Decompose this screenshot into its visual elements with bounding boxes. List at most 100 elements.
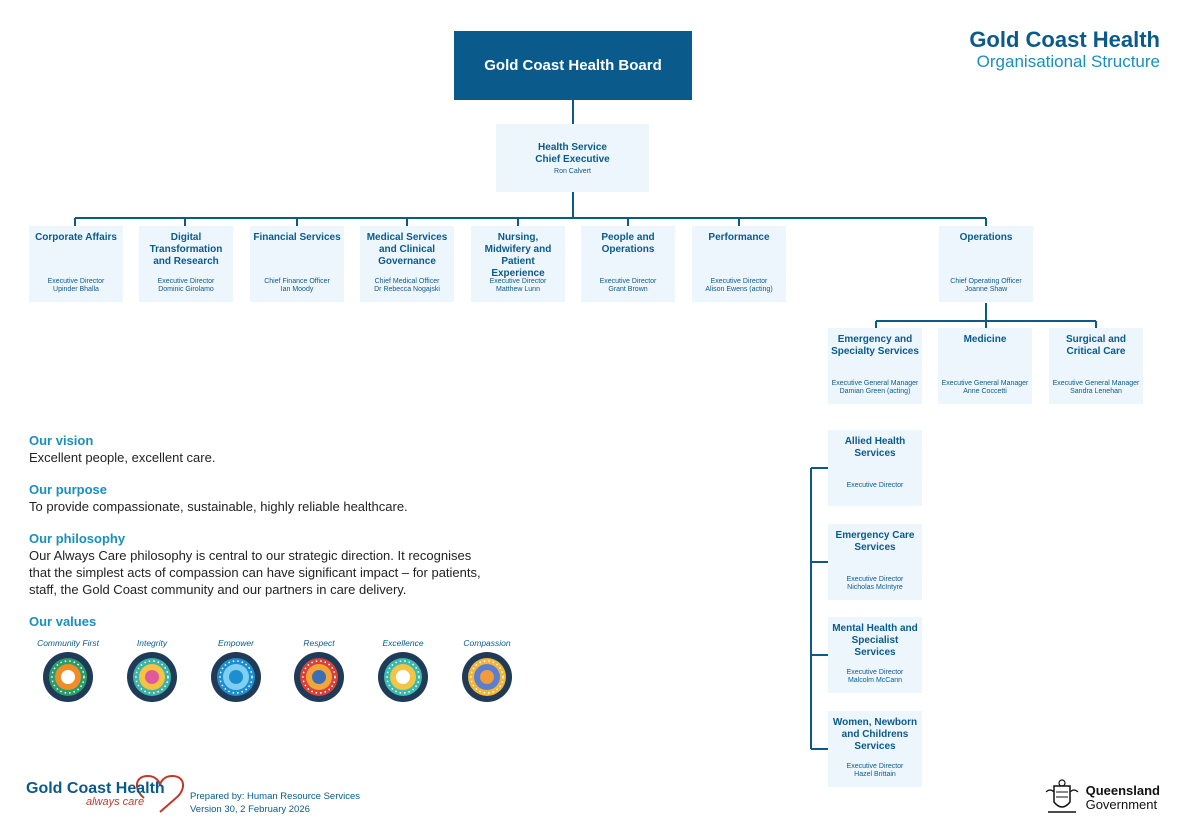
value-item: Respect [287, 638, 351, 704]
org-box-role: Chief Medical Officer [374, 278, 440, 285]
prepared-by: Prepared by: Human Resource Services [190, 791, 361, 802]
org-box-title: Operations [959, 232, 1013, 243]
gch-logo: Gold Coast Health always care [26, 772, 184, 813]
org-box-role: Executive Director [846, 763, 904, 770]
org-box-title: Financial Services [253, 232, 341, 243]
org-box-title: Medicine [963, 334, 1007, 345]
org-box-name: Anne Coccetti [963, 388, 1007, 395]
brand-heading: Gold Coast Health Organisational Structu… [969, 27, 1160, 72]
board-label: Gold Coast Health Board [484, 57, 662, 74]
org-box-role: Executive Director [157, 278, 215, 285]
org-box-nursing: Nursing, Midwifery and Patient Experienc… [471, 226, 565, 302]
org-box-role: Executive General Manager [941, 380, 1029, 387]
value-label: Community First [37, 638, 99, 648]
org-box-name: Grant Brown [608, 286, 648, 293]
org-box-medical: Medical Services and Clinical Governance… [360, 226, 454, 302]
org-box-title: Emergency and Specialty Services [831, 334, 919, 357]
org-box-role: Executive General Manager [831, 380, 919, 387]
value-item: Excellence [371, 638, 435, 704]
value-label: Respect [303, 638, 335, 648]
ceo-title: Health Service Chief Executive [535, 142, 610, 165]
org-box-role: Executive Director [489, 278, 547, 285]
org-box-title: Allied Health Services [844, 436, 906, 459]
org-box-role: Executive Director [599, 278, 657, 285]
org-box-role: Executive Director [846, 482, 904, 489]
vision-text: Excellent people, excellent care. [29, 450, 216, 465]
value-emblem-icon [462, 652, 512, 702]
purpose-text: To provide compassionate, sustainable, h… [29, 499, 408, 514]
ceo-name: Ron Calvert [554, 168, 591, 175]
org-box-name: Dr Rebecca Nogajski [374, 286, 440, 293]
statements: Our vision Excellent people, excellent c… [29, 433, 549, 630]
org-box-title: Women, Newborn and Childrens Services [832, 717, 918, 752]
brand-subtitle: Organisational Structure [976, 52, 1160, 71]
qld-government-logo: Queensland Government [1042, 778, 1160, 818]
org-box-role: Executive Director [846, 669, 904, 676]
vision-heading: Our vision [29, 433, 94, 448]
org-box-name: Nicholas McIntyre [847, 584, 903, 591]
values-heading: Our values [29, 614, 97, 629]
org-box-title: Digital Transformation and Research [149, 232, 223, 267]
value-label: Empower [218, 638, 254, 648]
heart-icon [136, 774, 184, 813]
org-box-name: Sandra Lenehan [1070, 388, 1122, 395]
org-box-title: People and Operations [601, 232, 655, 255]
value-emblem-icon [211, 652, 261, 702]
org-box-name: Damian Green (acting) [839, 388, 911, 395]
org-box-role: Executive Director [710, 278, 768, 285]
philosophy-heading: Our philosophy [29, 531, 126, 546]
org-box-title: Corporate Affairs [35, 232, 117, 243]
philosophy-line-1: Our Always Care philosophy is central to… [29, 548, 472, 563]
org-box-title: Medical Services and Clinical Governance [366, 232, 448, 267]
org-box-role: Chief Finance Officer [264, 278, 330, 285]
value-label: Excellence [382, 638, 424, 648]
org-box-name: Alison Ewens (acting) [705, 286, 773, 293]
org-box-name: Malcolm McCann [847, 677, 903, 684]
org-box-role: Executive Director [47, 278, 105, 285]
version-text: Version 30, 2 February 2026 [190, 804, 310, 815]
logo-sub-text: always care [86, 796, 145, 808]
org-box-name: Dominic Girolamo [158, 286, 214, 293]
purpose-heading: Our purpose [29, 482, 108, 497]
org-box-title: Nursing, Midwifery and Patient Experienc… [484, 232, 552, 279]
value-item: Empower [204, 638, 268, 704]
gov-text-2: Government [1085, 797, 1158, 812]
board-box: Gold Coast Health Board [454, 31, 692, 100]
value-item: Integrity [120, 638, 184, 704]
org-box-role: Executive General Manager [1052, 380, 1140, 387]
org-box-name: Ian Moody [280, 286, 314, 293]
org-box-name: Joanne Shaw [964, 286, 1008, 293]
crest-icon [1045, 779, 1079, 813]
org-box-name: Hazel Brittain [854, 771, 896, 778]
philosophy-line-2: that the simplest acts of compassion can… [29, 565, 481, 580]
org-box-title: Mental Health and Specialist Services [832, 623, 918, 658]
logo-main-text: Gold Coast Health [26, 780, 165, 797]
value-emblem-icon [43, 652, 93, 702]
value-item: Compassion [455, 638, 519, 704]
org-box-title: Performance [708, 232, 770, 243]
value-emblem-icon [378, 652, 428, 702]
gov-text-1: Queensland [1085, 783, 1160, 798]
org-box-title: Surgical and Critical Care [1065, 334, 1126, 357]
org-box-role: Executive Director [846, 576, 904, 583]
org-box-role: Chief Operating Officer [950, 278, 1022, 285]
value-label: Compassion [463, 638, 511, 648]
philosophy-line-3: staff, the Gold Coast community and our … [29, 582, 407, 597]
value-label: Integrity [136, 638, 168, 648]
org-box-name: Matthew Lunn [496, 286, 540, 293]
org-box-name: Upinder Bhalla [53, 286, 99, 293]
brand-title: Gold Coast Health [969, 27, 1160, 52]
